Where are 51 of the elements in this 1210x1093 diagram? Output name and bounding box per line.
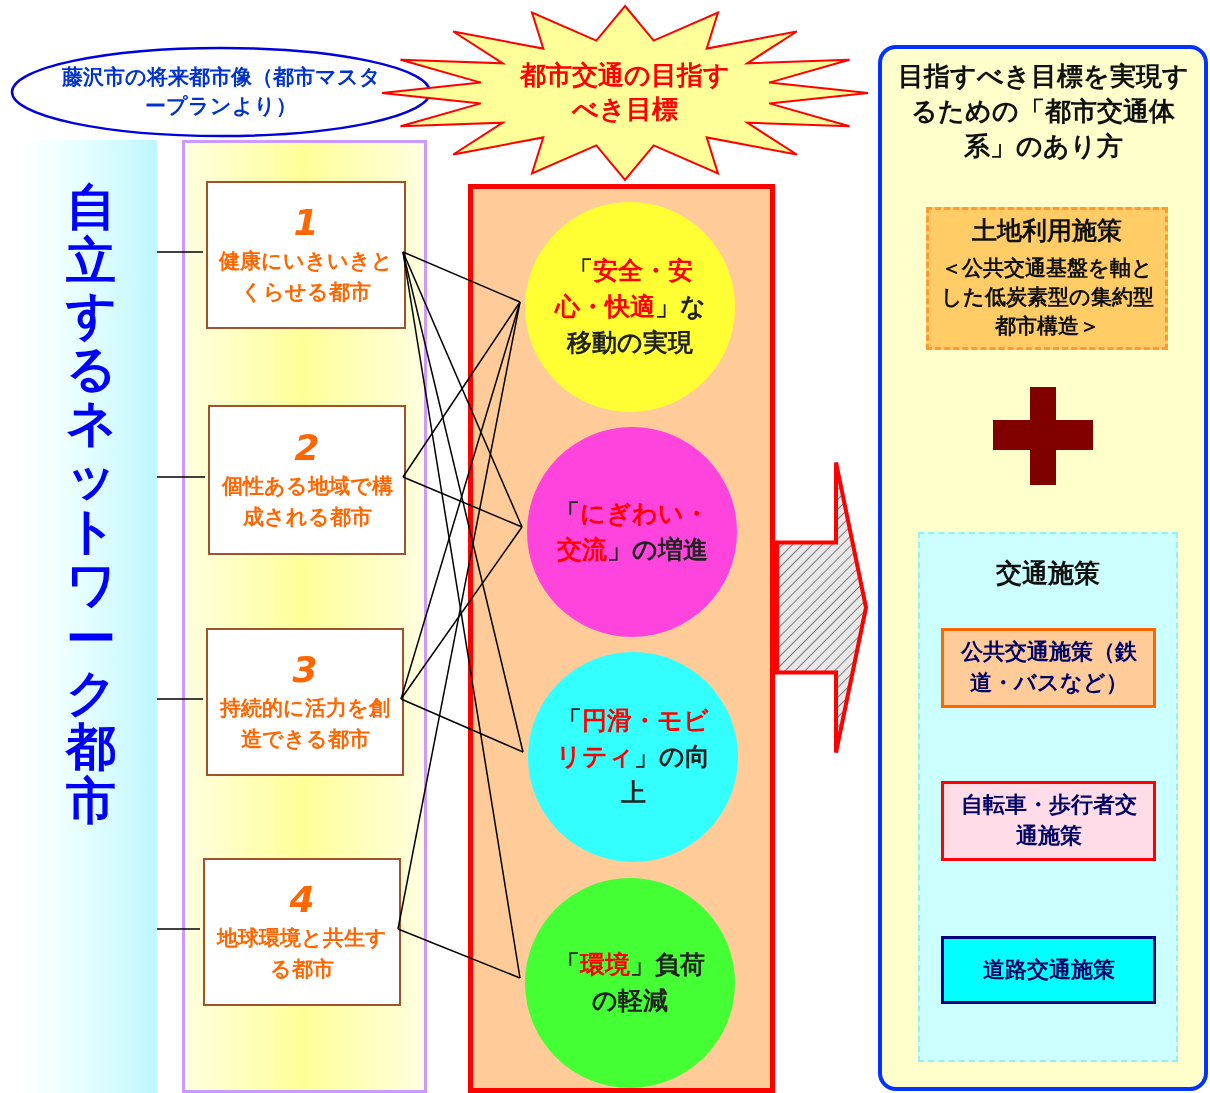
connector-line: [156, 928, 201, 930]
connector-line: [397, 928, 521, 979]
card-number: 1: [292, 202, 320, 243]
panel-heading: 目指すべき目標を実現するための「都市交通体系」のあり方: [896, 60, 1190, 164]
policy-text: ＜公共交通基盤を軸とした低炭素型の集約型都市構造＞: [939, 254, 1155, 341]
policy-card: [941, 936, 1156, 1004]
goal-card: [208, 405, 406, 555]
group-heading: 交通施策: [995, 557, 1101, 590]
circle-text: 「安全・安心・快適」な移動の実現: [553, 254, 707, 360]
policy-heading: 土地利用施策: [971, 215, 1123, 248]
connector-line: [400, 301, 521, 700]
connector-line: [402, 301, 521, 478]
ellipse-callout: [10, 46, 432, 138]
circle-text: 「環境」負荷の軽減: [554, 948, 706, 1017]
card-number: 4: [288, 879, 316, 920]
callout-text: 都市交通の目指すべき目標: [518, 59, 731, 126]
goal-card: [206, 628, 404, 776]
goal-card: [206, 181, 406, 329]
vertical-title: 自立するネットワーク都市: [65, 180, 117, 832]
policy-label: 公共交通施策（鉄道・バスなど）: [959, 638, 1138, 697]
policy-group: [918, 532, 1178, 1062]
connector-line: [156, 476, 206, 478]
card-text: 健康にいきいきとくらせる都市: [218, 248, 394, 306]
column-band: [182, 140, 427, 1093]
callout-text: 藤沢市の将来都市像（都市マスタープランより）: [60, 63, 382, 120]
card-text: 持続的に活力を創造できる都市: [218, 695, 391, 753]
card-number: 2: [293, 427, 321, 468]
starburst-callout: [380, 4, 870, 182]
connector-line: [397, 301, 521, 930]
policy-panel: [878, 45, 1208, 1091]
connector-line: [156, 698, 204, 700]
card-text: 地球環境と共生する都市: [215, 925, 388, 983]
policy-label: 道路交通施策: [982, 955, 1115, 984]
card-number: 3: [291, 649, 319, 690]
circle-text: 「円滑・モビリティ」の向上: [555, 704, 711, 810]
connector-line: [402, 251, 521, 303]
connector-line: [402, 476, 523, 528]
connector-line: [400, 698, 524, 753]
connector-line: [400, 526, 523, 700]
connector-line: [402, 251, 521, 979]
column-band: [468, 184, 775, 1093]
card-text: 個性ある地域で構成される都市: [220, 473, 394, 531]
connector-line: [156, 251, 204, 253]
circle-text: 「にぎわい・交流」の増進: [554, 497, 710, 566]
policy-card: [941, 781, 1156, 861]
block-arrow: [775, 460, 869, 755]
goal-card: [203, 858, 401, 1006]
policy-card: [926, 207, 1168, 350]
policy-card: [941, 628, 1156, 708]
policy-label: 自転車・歩行者交通施策: [959, 791, 1138, 850]
connector-line: [402, 251, 523, 528]
